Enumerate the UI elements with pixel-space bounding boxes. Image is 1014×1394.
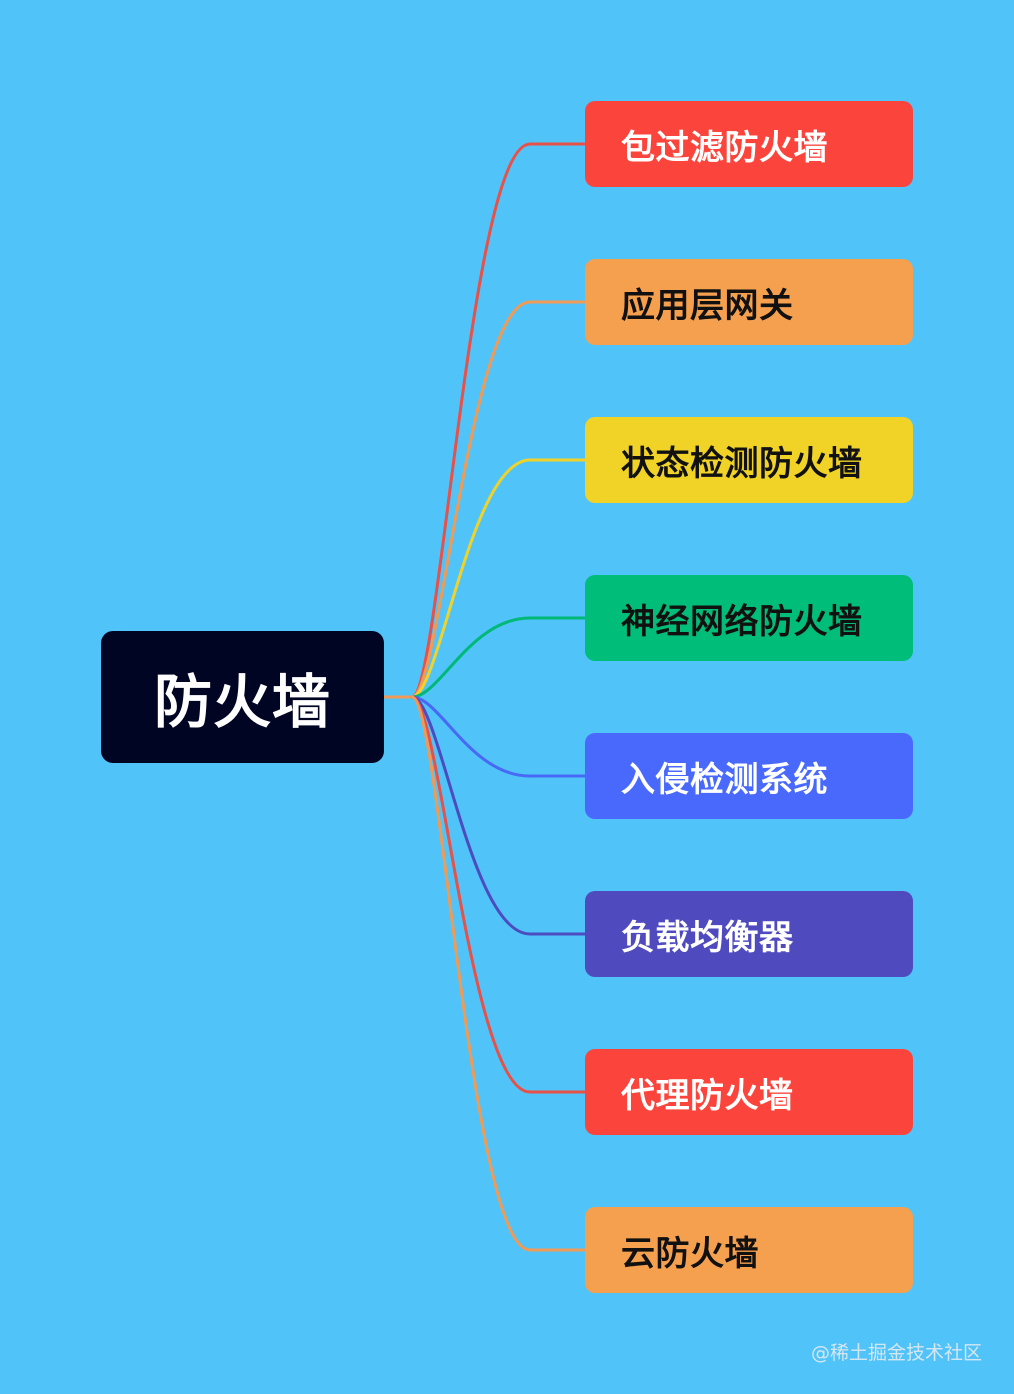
connector-line-5 <box>410 695 587 936</box>
branch-node-packet-filter[interactable]: 包过滤防火墙 <box>585 101 913 187</box>
connector-line-2 <box>410 458 587 699</box>
branch-label: 应用层网关 <box>621 285 794 326</box>
connector-line-6 <box>410 695 587 1094</box>
connector-line-4 <box>410 695 587 778</box>
branch-label: 神经网络防火墙 <box>621 601 863 642</box>
connector-line-1 <box>410 300 587 699</box>
branch-label: 代理防火墙 <box>621 1075 794 1116</box>
branch-label: 负载均衡器 <box>621 917 794 958</box>
branch-label: 状态检测防火墙 <box>621 443 863 484</box>
branch-node-cloud-firewall[interactable]: 云防火墙 <box>585 1207 913 1293</box>
branch-node-intrusion-detection[interactable]: 入侵检测系统 <box>585 733 913 819</box>
branch-node-proxy-firewall[interactable]: 代理防火墙 <box>585 1049 913 1135</box>
watermark: @稀土掘金技术社区 <box>810 1342 982 1364</box>
branch-label: 入侵检测系统 <box>621 759 828 800</box>
branch-label: 云防火墙 <box>621 1233 759 1274</box>
connector-line-0 <box>410 142 587 699</box>
branch-node-load-balancer[interactable]: 负载均衡器 <box>585 891 913 977</box>
connector-line-3 <box>410 616 587 699</box>
connector-line-7 <box>410 695 587 1252</box>
branch-node-neural-network[interactable]: 神经网络防火墙 <box>585 575 913 661</box>
root-label: 防火墙 <box>153 668 331 736</box>
root-node[interactable]: 防火墙 <box>101 631 384 763</box>
branch-node-stateful-inspection[interactable]: 状态检测防火墙 <box>585 417 913 503</box>
branch-label: 包过滤防火墙 <box>621 127 828 168</box>
branch-node-application-gateway[interactable]: 应用层网关 <box>585 259 913 345</box>
